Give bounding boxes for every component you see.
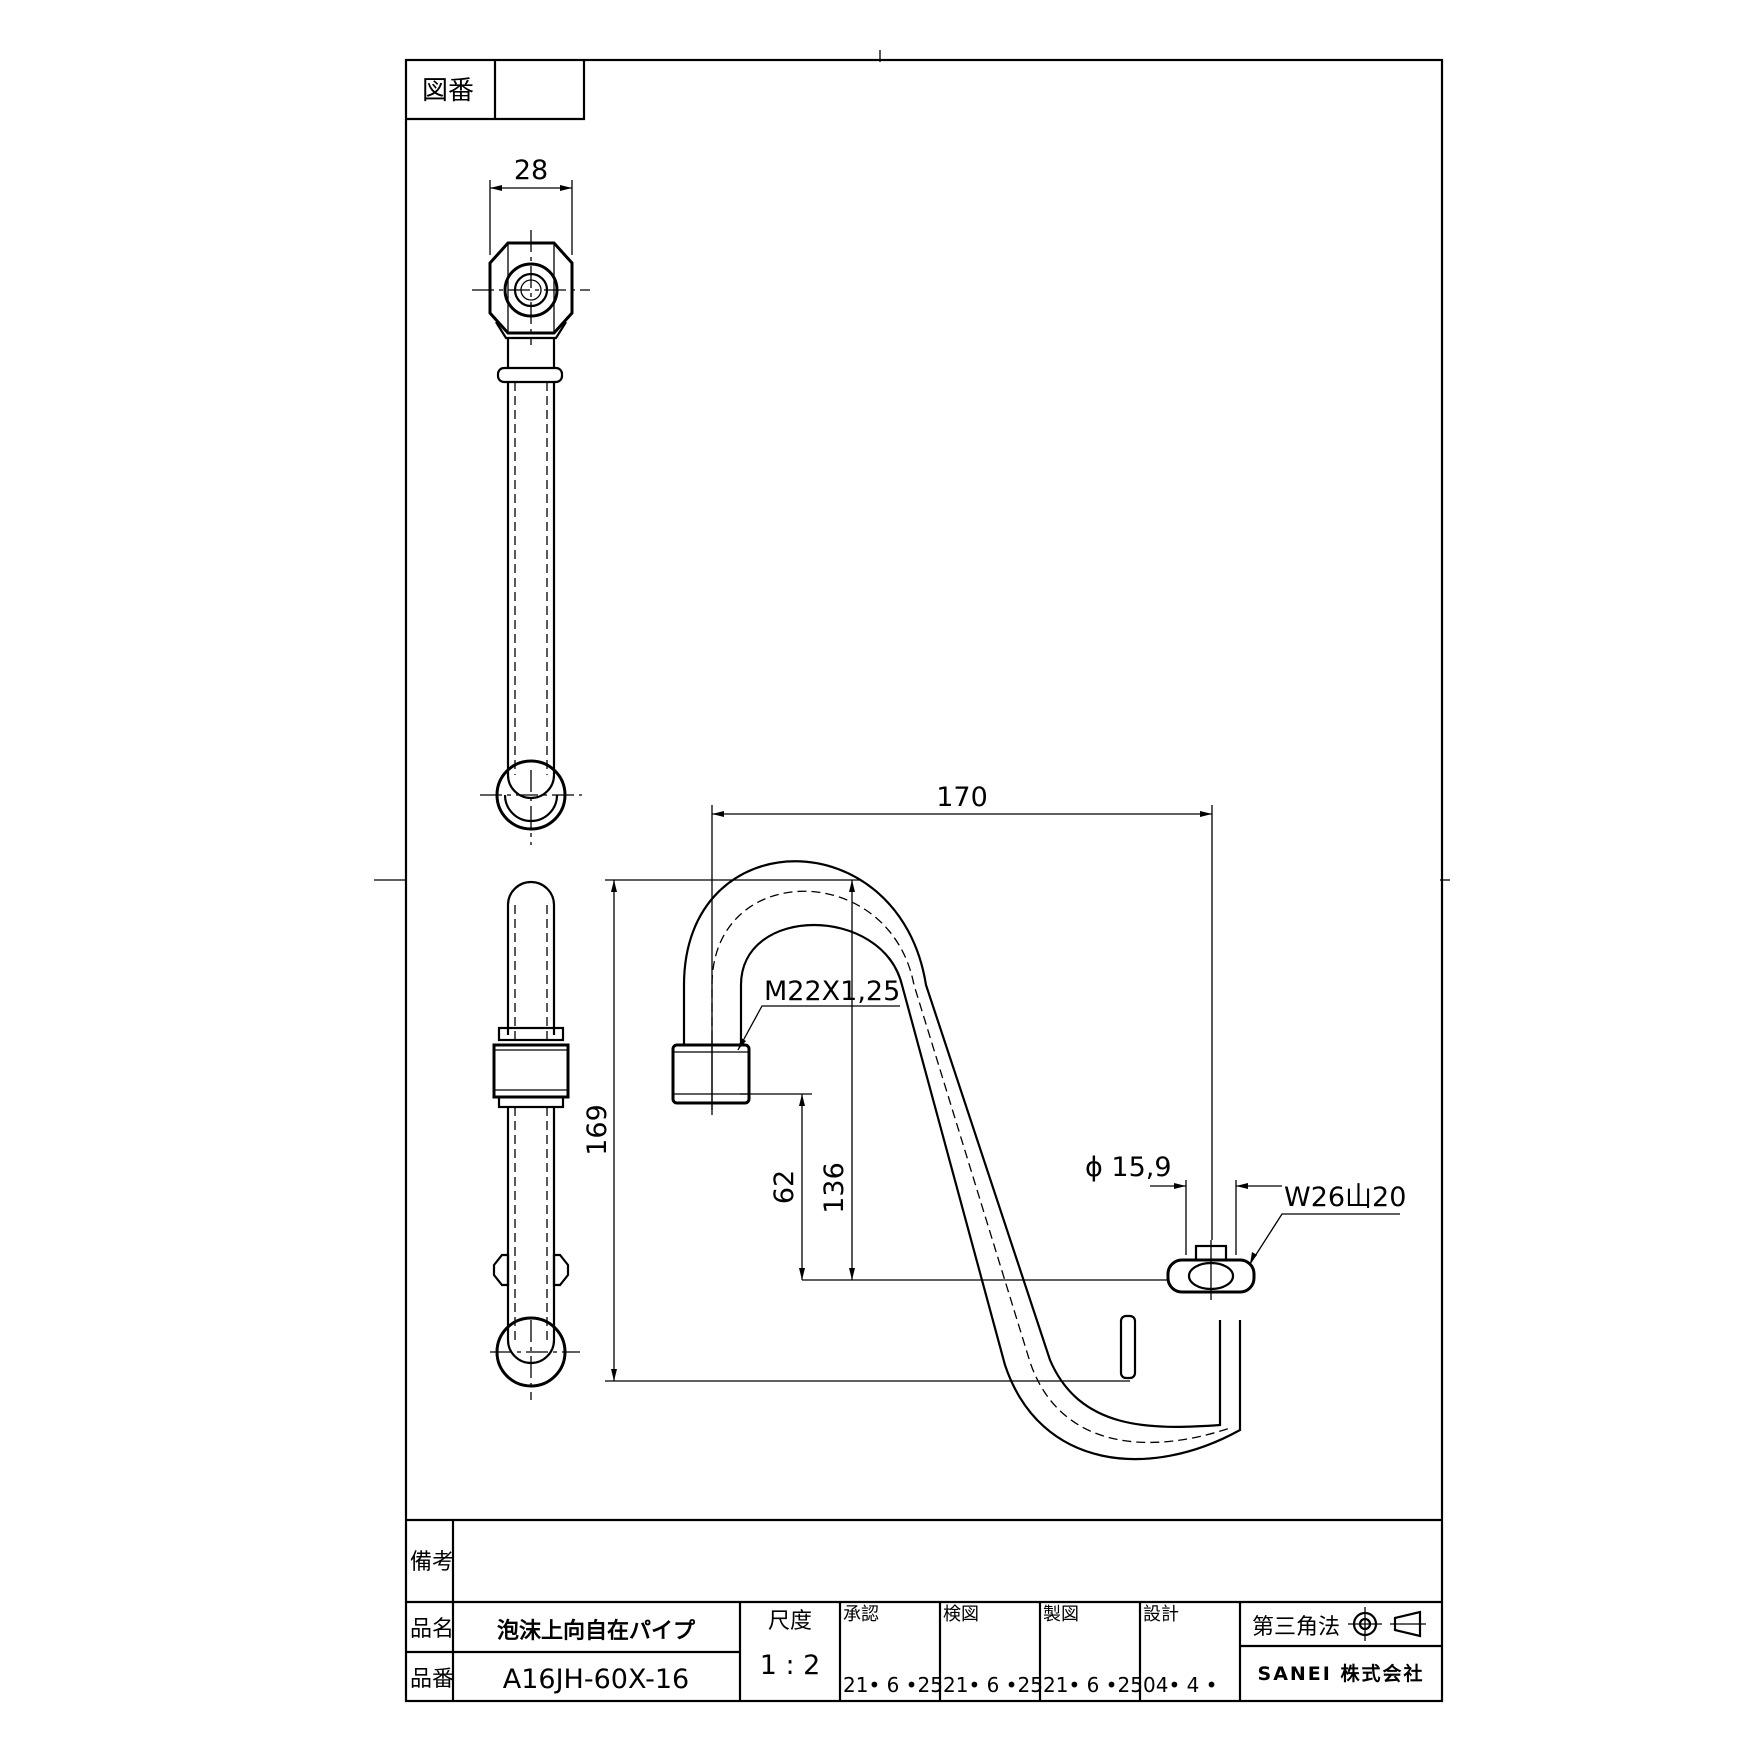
pipe-collar	[1119, 1314, 1137, 1380]
checked-label: 検図	[943, 1604, 979, 1625]
dimension-136: 136	[802, 880, 1168, 1281]
scale-value: 1 : 2	[760, 1650, 821, 1681]
dimension-169-label: 169	[582, 1104, 613, 1156]
title-block: 備考 品名 泡沫上向自在パイプ 品番 A16JH-60X-16 尺度 1 : 2…	[406, 1518, 1442, 1701]
inlet-thread-label: W26山20	[1284, 1182, 1406, 1213]
hex-nut	[488, 241, 574, 335]
s-pipe-outer	[682, 860, 1222, 1428]
outlet-thread-label: M22X1,25	[764, 976, 900, 1007]
company-name: SANEI 株式会社	[1258, 1662, 1425, 1685]
approved-date: 21• 6 •25	[843, 1673, 943, 1697]
dimension-170: 170	[711, 782, 1213, 1240]
dimension-170-label: 170	[936, 782, 988, 813]
dimension-136-label: 136	[819, 1162, 850, 1214]
dimension-169: 169	[582, 879, 1130, 1382]
part-number-label: 品番	[410, 1667, 454, 1692]
dimension-28: 28	[489, 155, 573, 255]
drawn-label: 製図	[1043, 1604, 1079, 1625]
designed-label: 設計	[1143, 1604, 1179, 1625]
leader-m22: M22X1,25	[737, 976, 900, 1051]
drawing-number-label: 図番	[422, 76, 474, 106]
remarks-label: 備考	[410, 1550, 454, 1575]
drawn-date: 21• 6 •25	[1043, 1673, 1143, 1697]
outlet-nozzle	[671, 1043, 751, 1105]
product-name: 泡沫上向自在パイプ	[497, 1618, 696, 1644]
designed-date: 04• 4 •	[1143, 1673, 1217, 1697]
leader-w26: W26山20	[1249, 1182, 1406, 1265]
side-view	[490, 880, 580, 1400]
front-view-dimensions: 170 169 136 62	[582, 782, 1406, 1382]
pipe-diameter-label: ϕ 15,9	[1085, 1152, 1172, 1183]
dimension-62-label: 62	[769, 1170, 800, 1204]
side-view-collar	[497, 1026, 565, 1042]
scale-label: 尺度	[768, 1609, 812, 1634]
part-number: A16JH-60X-16	[503, 1664, 689, 1695]
checked-date: 21• 6 •25	[943, 1673, 1043, 1697]
dimension-phi-15-9: ϕ 15,9	[1085, 1152, 1282, 1255]
projection-label: 第三角法	[1252, 1615, 1340, 1640]
drawing-frame	[404, 58, 1444, 1703]
product-name-label: 品名	[410, 1617, 454, 1642]
dimension-28-label: 28	[514, 155, 548, 186]
approved-label: 承認	[843, 1604, 879, 1625]
top-view: 28	[472, 155, 590, 845]
third-angle-projection-icon	[1348, 1607, 1426, 1641]
s-pipe-inner	[739, 923, 1242, 1461]
drawing-number-box: 図番	[406, 60, 586, 121]
dimension-62: 62	[740, 1093, 812, 1280]
